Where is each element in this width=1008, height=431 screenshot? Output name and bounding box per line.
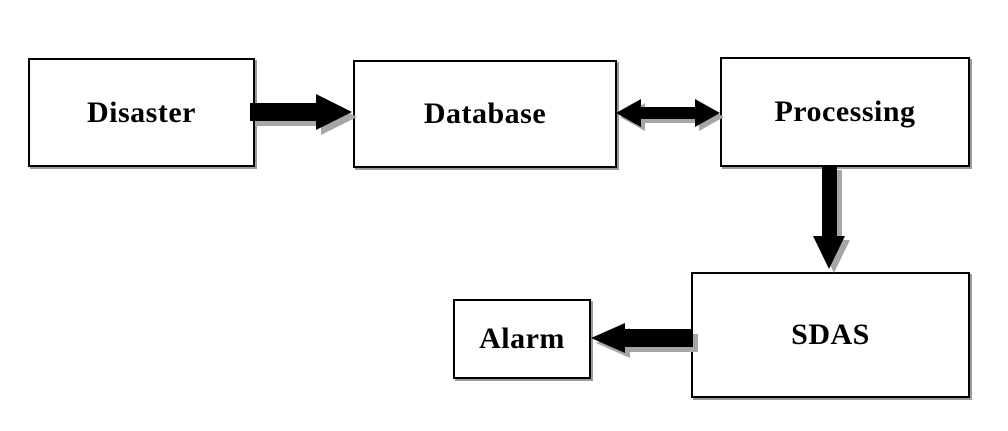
node-alarm-label: Alarm [479,322,565,355]
arrow-database-processing-both-shadow [620,103,724,131]
arrow-disaster-to-database-icon [250,94,352,130]
arrow-processing-to-sdas-icon [813,166,845,269]
arrow-sdas-to-alarm-shadow [596,328,698,358]
arrow-database-processing-both-icon [616,99,720,127]
node-disaster-label: Disaster [87,95,196,129]
node-processing: Processing [720,57,970,167]
node-disaster: Disaster [28,58,255,167]
node-sdas-label: SDAS [791,318,870,351]
node-database-label: Database [423,97,547,130]
arrow-processing-to-sdas-shadow [818,170,850,273]
node-alarm: Alarm [453,299,591,379]
node-sdas: SDAS [691,272,970,398]
arrow-sdas-to-alarm-icon [591,323,693,353]
node-processing-label: Processing [774,95,916,128]
arrow-disaster-to-database-shadow [255,99,357,135]
node-database: Database [353,60,617,168]
